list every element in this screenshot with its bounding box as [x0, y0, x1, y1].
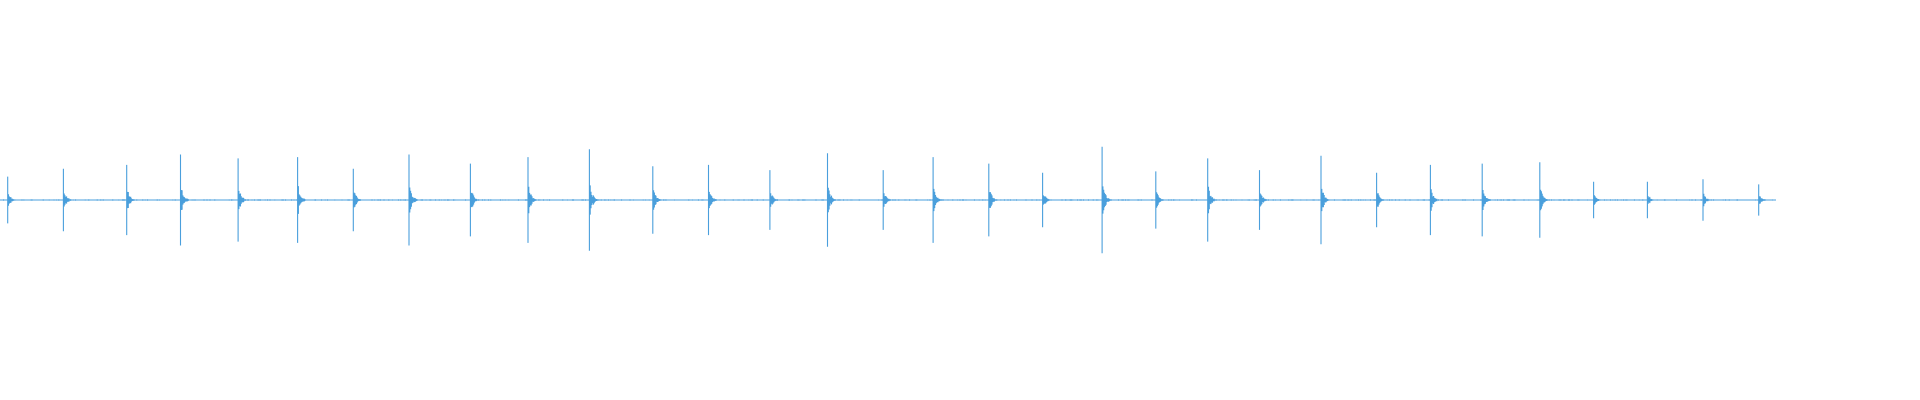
waveform-transient-22: [1207, 158, 1223, 242]
waveform-transient-18: [988, 163, 1004, 237]
waveform-transient-31: [1702, 179, 1716, 221]
waveform-transient-12: [652, 166, 667, 234]
waveform-transient-9: [469, 163, 485, 237]
waveform-transient-23: [1258, 170, 1274, 230]
waveform-transient-27: [1481, 163, 1498, 237]
waveform-transient-21: [1155, 171, 1170, 229]
waveform-transient-5: [237, 158, 254, 242]
waveform-transient-24: [1320, 155, 1336, 245]
waveform-transient-6: [297, 157, 313, 243]
waveform-transient-20: [1101, 146, 1118, 254]
waveform-transient-29: [1593, 181, 1607, 219]
waveform-transient-30: [1646, 181, 1660, 219]
waveform-transient-16: [882, 170, 898, 230]
waveform-transient-13: [707, 164, 724, 236]
waveform-transient-19: [1042, 172, 1056, 228]
waveform-transient-8: [408, 154, 424, 246]
waveform-transient-28: [1539, 162, 1554, 238]
waveform-transient-3: [126, 164, 141, 236]
waveform-transient-25: [1376, 172, 1390, 228]
waveform-transient-4: [179, 154, 196, 246]
waveform-transient-14: [769, 170, 785, 230]
waveform-transient-2: [62, 168, 77, 232]
waveform-transient-17: [932, 157, 948, 243]
waveform-transient-7: [352, 168, 368, 232]
waveform-transient-15: [826, 153, 842, 247]
waveform-transient-32: [1758, 184, 1772, 216]
waveform-transient-26: [1429, 164, 1444, 236]
waveform-transient-11: [588, 149, 605, 251]
waveform-transient-1: [7, 176, 21, 224]
waveform-transients-group: [7, 146, 1772, 254]
waveform-transient-10: [527, 157, 543, 243]
